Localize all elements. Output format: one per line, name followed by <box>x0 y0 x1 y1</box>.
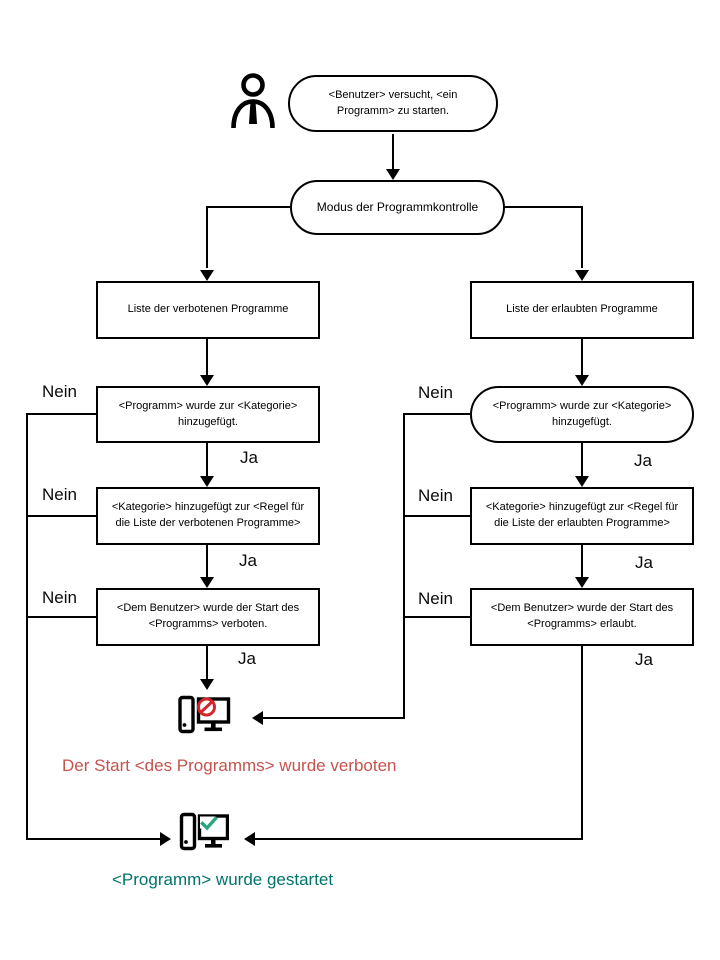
arrowhead <box>252 711 263 725</box>
edge-segment <box>581 206 583 268</box>
yes-label: Ja <box>635 553 653 572</box>
arrowhead <box>575 375 589 386</box>
edge-segment <box>26 838 160 840</box>
prohibition-slash <box>200 700 213 714</box>
pc-stand-base <box>205 844 222 848</box>
edge-segment <box>581 339 583 375</box>
no-label: Nein <box>42 485 77 504</box>
edge-segment <box>206 339 208 375</box>
arrowhead <box>160 832 171 846</box>
pc-tower <box>179 812 197 851</box>
arrowhead <box>200 270 214 281</box>
user-tie <box>249 101 257 124</box>
started-outcome-text: <Programm> wurde gestartet <box>112 870 334 889</box>
arrowhead <box>575 270 589 281</box>
node-forbidden-list: Liste der verbotenen Programme <box>96 281 320 339</box>
arrowhead <box>575 476 589 487</box>
node-left-step1: <Programm> wurde zur <Kategorie> hinzuge… <box>96 386 320 443</box>
edge-segment <box>206 646 208 679</box>
node-right-step3: <Dem Benutzer> wurde der Start des <Prog… <box>470 588 694 646</box>
node-start: <Benutzer> versucht, <ein Programm> zu s… <box>288 75 498 132</box>
no-label: Nein <box>42 382 77 401</box>
arrowhead <box>244 832 255 846</box>
no-label: Nein <box>42 588 77 607</box>
checkmark-icon <box>200 816 218 831</box>
pc-tower <box>178 695 195 734</box>
yes-label: Ja <box>634 451 652 470</box>
pc-tower-button <box>182 723 187 727</box>
node-left-step2: <Kategorie> hinzugefügt zur <Regel für d… <box>96 487 320 545</box>
node-mode: Modus der Programmkontrolle <box>290 180 505 235</box>
pc-stand-base <box>204 727 222 732</box>
edge-segment <box>581 443 583 476</box>
arrowhead <box>386 169 400 180</box>
computer-started-icon <box>179 812 229 851</box>
no-label: Nein <box>418 486 453 505</box>
user-icon <box>231 73 275 128</box>
edge-segment <box>581 545 583 577</box>
edge-segment <box>254 838 583 840</box>
computer-blocked-icon <box>178 695 231 734</box>
arrowhead <box>200 577 214 588</box>
pc-tower-button <box>184 840 188 844</box>
user-head <box>241 73 265 97</box>
edge-segment <box>403 413 470 415</box>
yes-label: Ja <box>635 650 653 669</box>
edge-segment <box>262 717 405 719</box>
edge-segment <box>206 443 208 476</box>
arrowhead <box>200 476 214 487</box>
node-right-step1: <Programm> wurde zur <Kategorie> hinzuge… <box>470 386 694 443</box>
node-allowed-list: Liste der erlaubten Programme <box>470 281 694 339</box>
arrowhead <box>200 375 214 386</box>
edge-segment <box>503 206 583 208</box>
edge-segment <box>403 515 470 517</box>
node-right-step2: <Kategorie> hinzugefügt zur <Regel für d… <box>470 487 694 545</box>
node-left-step3: <Dem Benutzer> wurde der Start des <Prog… <box>96 588 320 646</box>
edge-segment <box>392 134 394 170</box>
yes-label: Ja <box>238 649 256 668</box>
no-label: Nein <box>418 383 453 402</box>
edge-segment <box>27 616 96 618</box>
edge-segment <box>27 413 96 415</box>
pc-stand <box>211 838 216 845</box>
edge-segment <box>403 413 405 719</box>
pc-stand <box>211 722 216 728</box>
edge-segment <box>206 206 292 208</box>
edge-segment <box>581 646 583 840</box>
no-label: Nein <box>418 589 453 608</box>
edge-segment <box>26 413 28 840</box>
blocked-outcome-text: Der Start <des Programms> wurde verboten <box>62 756 397 775</box>
yes-label: Ja <box>239 551 257 570</box>
edge-segment <box>206 545 208 577</box>
edge-segment <box>403 616 470 618</box>
arrowhead <box>200 679 214 690</box>
yes-label: Ja <box>240 448 258 467</box>
edge-segment <box>27 515 96 517</box>
edge-segment <box>206 206 208 268</box>
arrowhead <box>575 577 589 588</box>
